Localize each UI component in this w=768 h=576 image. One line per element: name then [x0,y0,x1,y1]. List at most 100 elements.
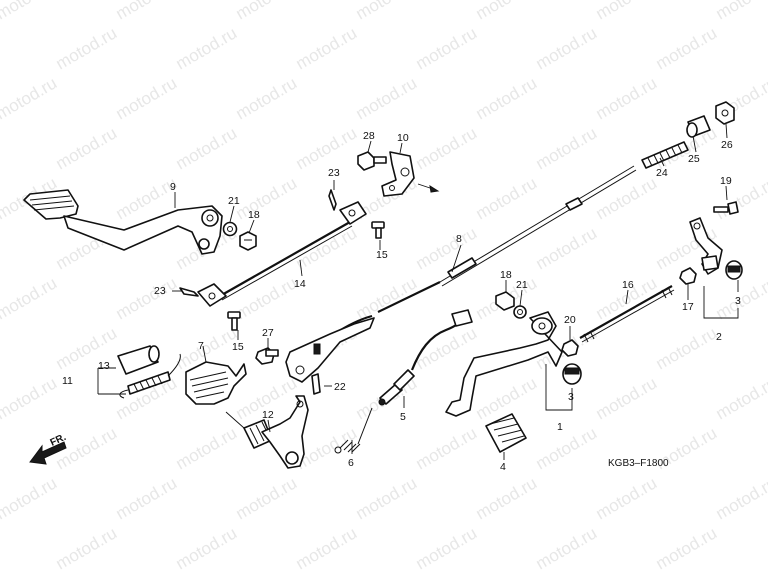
watermark-text: motod.ru [713,473,768,523]
watermark-text: motod.ru [53,323,121,373]
callout-15-lower: 15 [232,341,244,353]
cable-bracket-part [381,151,415,197]
watermark-text: motod.ru [0,73,60,123]
callout-22: 22 [334,381,346,393]
watermark-text: motod.ru [653,323,721,373]
callout-6: 6 [348,457,354,469]
watermark-text: motod.ru [533,423,601,473]
watermark-text: motod.ru [53,123,121,173]
watermark-text: motod.ru [173,123,241,173]
watermark-text: motod.ru [173,423,241,473]
watermark-text: motod.ru [53,523,121,573]
callout-15-upper: 15 [376,249,388,261]
callout-14: 14 [294,278,306,290]
callout-25: 25 [688,153,700,165]
stop-switch-part [378,309,473,406]
diagram-code: KGB3–F1800 [608,458,669,469]
pivot-bolt-part [255,347,279,365]
watermark-text: motod.ru [593,173,661,223]
watermark-text: motod.ru [233,273,301,323]
callout-20: 20 [564,314,576,326]
callout-8: 8 [456,233,462,245]
watermark-text: motod.ru [533,223,601,273]
callout-24: 24 [656,167,668,179]
watermark-text: motod.ru [533,523,601,573]
brake-rod-part [197,201,367,307]
callout-4: 4 [500,461,506,473]
callout-28: 28 [363,130,375,142]
shift-joint-part [562,363,582,385]
adjuster-spring-part [641,141,689,169]
watermark-text: motod.ru [473,0,541,23]
brake-pedal-part [23,189,223,255]
bracket-direction-arrow [417,183,440,193]
cotter-pin-small-part [311,373,321,395]
watermark-text: motod.ru [0,473,60,523]
watermark-text: motod.ru [653,23,721,73]
pedal-nut-part [561,339,579,357]
callout-12: 12 [262,409,274,421]
watermark-text: motod.ru [353,273,421,323]
brake-arm-part [689,217,723,275]
clevis-pin-upper-part [371,221,385,239]
watermark-text: motod.ru [413,523,481,573]
watermark-text: motod.ru [233,473,301,523]
watermark-text: motod.ru [713,373,768,423]
callout-labels: 1 2 3 3 4 5 6 7 8 9 10 11 12 13 14 15 15… [62,130,741,473]
switch-spring-part [334,407,373,454]
arm-joint-part [725,260,743,280]
pedal-rubber-part [485,413,527,453]
watermark-text: motod.ru [353,0,421,23]
bolt-part [357,151,387,171]
callout-7: 7 [198,340,204,352]
watermark-text: motod.ru [293,123,361,173]
pedal-pivot-washer-part [513,305,527,319]
callout-9: 9 [170,181,176,193]
watermark-text: motod.ru [473,173,541,223]
watermark-text: motod.ru [113,0,181,23]
watermark-text: motod.ru [413,423,481,473]
watermark-text: motod.ru [593,73,661,123]
watermark-text: motod.ru [653,523,721,573]
watermark-text: motod.ru [413,123,481,173]
callout-2: 2 [716,331,722,343]
return-spring-collar-part [117,345,160,375]
callout-21-shift: 21 [516,279,528,291]
arm-bolt-part [713,201,739,215]
cotter-pin-lower-part [179,287,199,297]
watermark-text: motod.ru [233,173,301,223]
watermark-text: motod.ru [0,373,60,423]
gearshift-pedal-part [445,311,563,417]
arm-nut-part [679,267,697,285]
adjuster-collar-part [686,115,711,138]
callout-1: 1 [557,421,563,433]
callout-23-lower: 23 [154,285,166,297]
watermark-text: motod.ru [413,23,481,73]
watermark-text: motod.ru [293,23,361,73]
callout-16: 16 [622,279,634,291]
callout-18-pedal: 18 [248,209,260,221]
watermark-text: motod.ru [533,123,601,173]
watermark-text: motod.ru [113,473,181,523]
callout-23-upper: 23 [328,167,340,179]
callout-3-pedal: 3 [568,391,574,403]
callout-19: 19 [720,175,732,187]
shift-rod-part [579,285,675,343]
callout-26: 26 [721,139,733,151]
fr-arrow-icon [29,441,67,465]
watermark-text: motod.ru [593,0,661,23]
callout-13: 13 [98,360,110,372]
brake-shaft-part [225,395,309,469]
watermark-text: motod.ru [0,273,60,323]
callout-21-pedal: 21 [228,195,240,207]
watermark-text: motod.ru [0,0,60,23]
watermark-text: motod.ru [113,273,181,323]
cable-end-fitting-part [285,317,375,383]
watermark-text: motod.ru [233,0,301,23]
callout-3-arm: 3 [735,295,741,307]
clevis-pin-lower-part [227,311,241,331]
leader-lines [97,123,739,460]
